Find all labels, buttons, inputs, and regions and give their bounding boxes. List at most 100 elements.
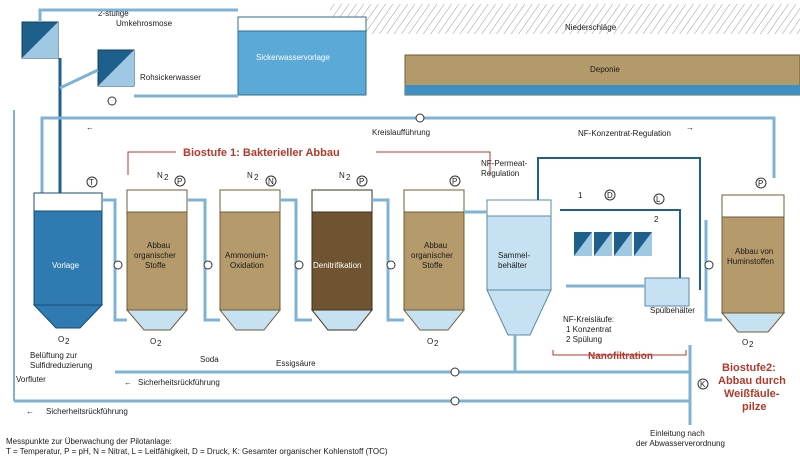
soda-label: Soda: [200, 355, 219, 364]
ro-module-2-diag: [98, 50, 134, 86]
valve-5: [704, 260, 714, 270]
sammel-l2: behälter: [498, 261, 527, 270]
tank3-l2: Oxidation: [230, 261, 264, 270]
sensor-p-2-label: P: [359, 177, 364, 186]
essig-label: Essigsäure: [276, 359, 316, 368]
tank-abbau-1-top: [126, 189, 188, 213]
tank5-l1: Abbau: [424, 241, 447, 250]
o2-1-sub: 2: [65, 337, 70, 346]
precipitation-hatch: [330, 4, 800, 34]
nf-bracket: [552, 350, 687, 356]
vorlage-cone: [32, 304, 104, 329]
tank2-l3: Stoffe: [145, 261, 166, 270]
pipe-t2-t3: [187, 198, 220, 322]
sensor-n-label: N: [268, 177, 274, 186]
legend: Messpunkte zur Überwachung der Pilotanla…: [6, 437, 388, 457]
tank-denitrifikation-cone: [310, 309, 374, 331]
o2-3-sub: 2: [434, 339, 439, 348]
valve-4: [386, 260, 396, 270]
tank-humin-top: [721, 194, 785, 218]
einleitung-2: der Abwasserverordnung: [636, 439, 725, 448]
sensor-t-label: T: [89, 178, 94, 187]
vorfluter-label: Vorfluter: [16, 375, 46, 384]
sensor-p-1-label: P: [177, 177, 182, 186]
pipe-t3-t4: [280, 198, 312, 322]
valve-3: [294, 260, 304, 270]
sensor-p-3: [449, 175, 461, 187]
tank5-l2: organischer: [411, 251, 453, 260]
o2-2-sub: 2: [157, 339, 162, 348]
sensor-n: [265, 175, 277, 187]
sicherheit-1-label: Sicherheitsrückführung: [138, 378, 220, 387]
tank4-label: Denitrifikation: [313, 261, 361, 270]
pipe-nf-loop: [537, 157, 701, 290]
nf-loop-1: 1: [578, 191, 583, 200]
sensor-d-label: D: [607, 191, 613, 200]
n2-3-sub: 2: [346, 173, 351, 182]
vorlage-label: Vorlage: [52, 261, 80, 270]
sickerwasservorlage-top: [237, 16, 367, 32]
arrow-right-1: →: [686, 123, 694, 132]
o2-4-sub: 2: [749, 340, 754, 349]
n2-2-sub: 2: [254, 173, 259, 182]
valve-1: [113, 260, 123, 270]
nanofiltration-title: Nanofiltration: [588, 351, 653, 362]
sammel-top: [486, 199, 552, 217]
nf-kreis-1: NF-Kreisläufe:: [563, 315, 614, 324]
pump-icon: [107, 96, 117, 106]
vorlage-top: [33, 192, 103, 212]
sensor-p-3-label: P: [452, 177, 457, 186]
biostufe2-1: Biostufe2:: [722, 362, 776, 374]
spuel-tank: [644, 277, 690, 307]
valve-7: [450, 396, 460, 406]
pipe-to-humin: [704, 220, 722, 322]
nf-kreis-2: 1 Konzentrat: [566, 325, 612, 334]
o2-4: O: [742, 338, 748, 347]
nf-permeat-2: Regulation: [481, 169, 519, 178]
arrow-left-3: ←: [26, 407, 34, 416]
sensor-p-4: [755, 177, 767, 189]
niederschlaege-label: Niederschläge: [565, 23, 617, 32]
sensor-k: [697, 378, 709, 390]
deponie-label: Deponie: [590, 65, 620, 74]
nanofiltration-modules: [574, 232, 652, 256]
tank2-l1: Abbau: [147, 241, 170, 250]
pipe-top-left: [38, 8, 238, 22]
flowmeter-icon: [415, 113, 425, 123]
sensor-l-label: L: [656, 195, 661, 204]
humin-l2: Huminstoffen: [727, 257, 774, 266]
belueftung-2: Sulfidreduzierung: [30, 361, 92, 370]
umkehrosmose-label-1: 2-stufige: [98, 9, 129, 18]
o2-1: O: [58, 335, 64, 344]
belueftung-1: Belüftung zur: [30, 351, 77, 360]
biostufe2-2: Abbau durch: [718, 375, 786, 387]
arrow-left-2: ←: [124, 378, 132, 387]
sensor-p-2: [356, 175, 368, 187]
deponie-water: [405, 85, 800, 95]
arrow-left-1: ←: [86, 123, 94, 132]
biostufe1-title: Biostufe 1: Bakterieller Abbau: [183, 147, 340, 159]
n2-1-sub: 2: [164, 173, 169, 182]
legend-line-1: Messpunkte zur Überwachung der Pilotanla…: [6, 437, 172, 446]
biostufe2-3: Weißfäule-: [724, 388, 780, 400]
pipe-nf-loop-2: [560, 209, 681, 278]
kreislauf-label: Kreislaufführung: [372, 128, 430, 137]
nf-permeat-1: NF-Permeat-: [481, 159, 528, 168]
umkehrosmose-label-2: Umkehrosmose: [116, 19, 173, 28]
spuel-label: Spülbehälter: [650, 306, 695, 315]
tank-denitrifikation-top: [311, 189, 373, 213]
tank-ammonium-top: [219, 189, 281, 213]
sensor-p-4-label: P: [758, 179, 763, 188]
pipe-t1-t2: [102, 198, 127, 322]
pipe-kreislauf: [40, 116, 776, 200]
tank-abbau-1-cone: [125, 309, 189, 331]
n2-1: N: [157, 171, 163, 180]
einleitung-1: Einleitung nach: [650, 429, 705, 438]
sickerwasservorlage-label: Sickerwasservorlage: [256, 53, 330, 62]
tank-humin-cone: [720, 312, 786, 333]
nf-loop-2: 2: [654, 215, 659, 224]
sammel-cone: [486, 289, 552, 336]
o2-3: O: [427, 337, 433, 346]
